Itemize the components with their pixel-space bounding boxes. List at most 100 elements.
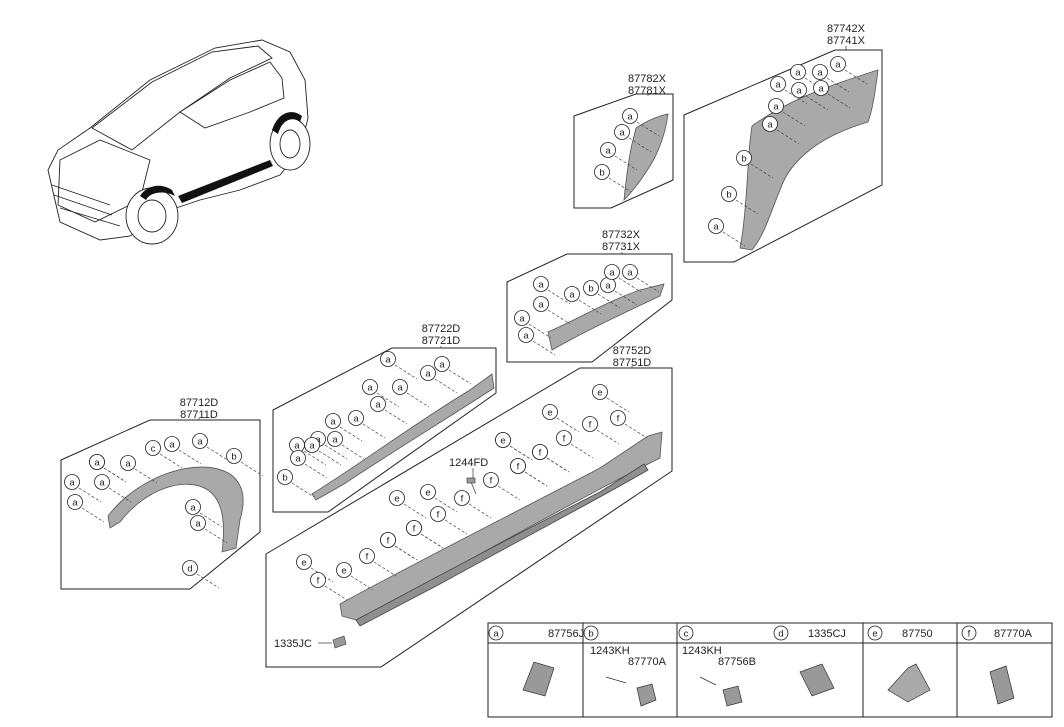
callout-g6-6: a [64,474,102,503]
callout-letter: e [500,435,505,446]
callout-g5-9: f [483,472,521,501]
label-1244FD: 1244FD [449,457,488,469]
callout-g3-3: a [564,286,602,315]
part-number-87712D: 87712D [180,397,219,409]
callout-letter: a [197,436,203,447]
legend-part-87770A: 87770A [628,656,667,668]
callout-dash [606,397,630,413]
part-87751D-edge [355,463,649,627]
callout-letter: f [437,509,440,520]
callout-g6-8: a [67,494,105,523]
dynamic-layer: 87742X87741X87782X87781X87732X87731X8772… [64,23,1033,668]
callout-circle [420,365,436,381]
callout-letter: a [69,477,75,488]
legend-letter: a [493,629,499,640]
callout-g3-4: a [533,276,571,305]
legend-part-87770A: 87770A [994,628,1033,640]
part-number-87742X: 87742X [827,23,866,35]
callout-letter: f [589,419,592,430]
callout-circle [430,506,446,522]
callout-circle [542,404,558,420]
callout-g6-0: c [145,440,183,469]
callout-letter: a [569,289,575,300]
callout-letter: a [99,477,105,488]
callout-letter: a [309,440,315,451]
callout-circle [362,379,378,395]
callout-dash [556,417,580,433]
callout-circle [592,384,608,400]
callout-g5-21: e [495,432,533,461]
callout-dash [291,482,315,498]
callout-dash [614,155,638,171]
callout-g1-9: b [721,186,759,215]
legend-circle [867,625,883,641]
callout-g5-0: e [592,384,630,413]
callout-letter: b [588,283,593,294]
callout-g2-0: a [622,108,660,137]
callout-letter: a [295,453,301,464]
callout-letter: a [94,457,100,468]
callout-dash [805,95,829,111]
callout-circle [556,430,572,446]
callout-letter: a [294,440,300,451]
callout-letter: a [519,313,525,324]
callout-circle [190,515,206,531]
callout-dash [303,450,327,466]
callout-letter: a [190,502,196,513]
callout-letter: e [425,487,430,498]
callout-circle [813,80,829,96]
callout-circle [582,416,598,432]
callout-circle [622,108,638,124]
callout-dash [827,93,851,109]
callout-g5-1: f [610,410,648,439]
callout-letter: e [301,557,306,568]
box-87741X [683,49,883,263]
callout-g1-5: a [813,80,851,109]
callout-circle [145,440,161,456]
callout-circle [226,448,242,464]
callout-dash [578,299,602,315]
callout-g6-9: a [185,499,223,528]
callout-g3-1: a [600,277,638,306]
callout-letter: a [332,434,338,445]
label-1335JC: 1335JC [274,638,312,650]
callout-dash [362,423,386,439]
callout-g6-7: a [94,474,132,503]
callout-circle [791,82,807,98]
callout-dash [468,503,492,519]
callout-g1-4: a [791,82,829,111]
callout-circle [518,327,534,343]
callout-g1-0: a [830,56,868,85]
callout-circle [533,276,549,292]
callout-g4-12: a [290,450,328,479]
callout-letter: e [547,407,552,418]
legend-letter: e [872,629,877,640]
callout-dash [570,443,594,459]
callout-letter: e [394,493,399,504]
callout-letter: d [187,563,192,574]
callout-circle [510,458,526,474]
callout-letter: a [169,439,175,450]
callout-circle [721,186,737,202]
callout-letter: f [413,523,416,534]
callout-circle [736,150,752,166]
callout-circle [495,432,511,448]
callout-letter: a [195,518,201,529]
callout-g6-3: b [226,448,264,477]
callout-letter: a [713,221,719,232]
legend-circle [678,625,694,641]
part-number-87722D: 87722D [422,323,461,335]
callout-dash [204,528,228,544]
part-number-87731X: 87731X [602,241,641,253]
legend-letter: c [684,629,689,640]
callout-circle [514,310,530,326]
callout-letter: a [397,382,403,393]
callout-letter: b [741,153,746,164]
callout-circle [406,520,422,536]
callout-circle [67,494,83,510]
callout-dash [324,585,348,601]
callout-dash [784,89,808,105]
callout-dash [532,340,556,356]
